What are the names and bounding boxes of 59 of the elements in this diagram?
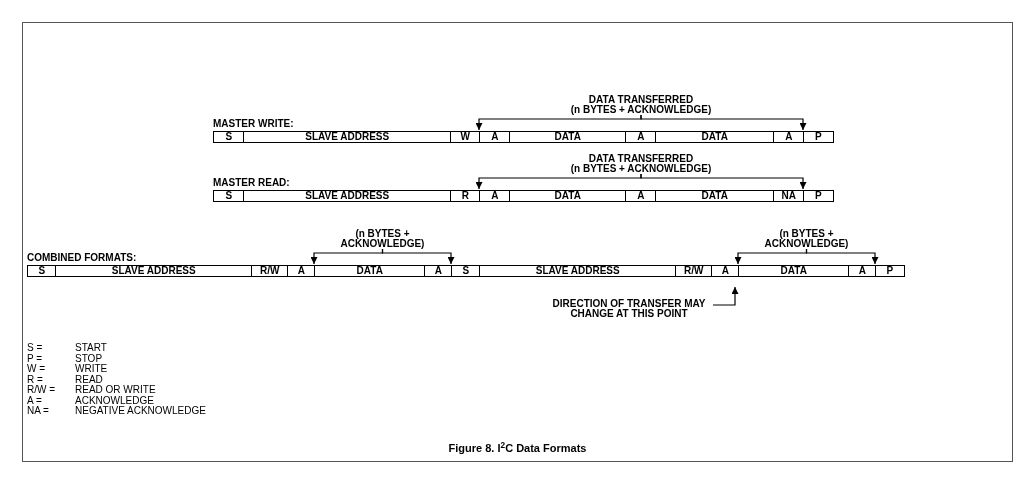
abbreviation-meaning: WRITE (75, 364, 109, 374)
frame-field: A (625, 131, 657, 143)
row-title: COMBINED FORMATS: (27, 253, 138, 263)
abbreviation: NA = (27, 406, 50, 416)
frame-field: A (711, 265, 740, 277)
frame-field: DATA (655, 190, 775, 202)
frame-field: A (479, 131, 511, 143)
frame-field: R (450, 190, 481, 202)
abbreviation-meaning: NEGATIVE ACKNOWLEDGE (75, 406, 207, 416)
leader-arrow (712, 286, 739, 306)
frame-field: A (424, 265, 453, 277)
frame-field: NA (773, 190, 805, 202)
frame-field: SLAVE ADDRESS (243, 131, 452, 143)
abbreviation: S = (27, 343, 44, 353)
frame-field: DATA (509, 131, 627, 143)
frame-field: A (479, 190, 511, 202)
frame-field: DATA (314, 265, 426, 277)
frame-field: A (848, 265, 877, 277)
frame-field: S (27, 265, 57, 277)
frame-field: P (803, 190, 834, 202)
bracket-label: (n BYTES + ACKNOWLEDGE) (761, 229, 852, 249)
frame-field: P (875, 265, 905, 277)
abbreviation-meaning: STOP (75, 353, 104, 364)
abbreviation-meaning: READ OR WRITE (75, 385, 157, 395)
bracket-arrow (805, 248, 879, 265)
frame-field: SLAVE ADDRESS (479, 265, 677, 277)
bracket-label: DATA TRANSFERRED (n BYTES + ACKNOWLEDGE) (551, 95, 731, 115)
frame-field: A (773, 131, 805, 143)
row-title: MASTER READ: (213, 178, 291, 188)
bracket-arrow (640, 114, 807, 131)
frame-field: R/W (251, 265, 289, 277)
frame-field: R/W (675, 265, 713, 277)
bracket-arrow (381, 248, 455, 265)
abbreviation: W = (27, 364, 47, 374)
frame-field: SLAVE ADDRESS (55, 265, 253, 277)
frame-field: W (450, 131, 481, 143)
bracket-label: DATA TRANSFERRED (n BYTES + ACKNOWLEDGE) (551, 154, 731, 174)
abbreviation: P = (27, 353, 44, 364)
frame-field: S (451, 265, 481, 277)
bracket-arrow (640, 173, 807, 190)
frame-field: DATA (738, 265, 850, 277)
frame-field: DATA (655, 131, 775, 143)
abbreviation-meaning: ACKNOWLEDGE (75, 395, 155, 406)
bracket-label: (n BYTES + ACKNOWLEDGE) (337, 229, 428, 249)
frame-field: S (213, 131, 245, 143)
note-text: DIRECTION OF TRANSFER MAY CHANGE AT THIS POINT (545, 299, 713, 319)
frame-field: DATA (509, 190, 627, 202)
frame-field: A (625, 190, 657, 202)
abbreviation: A = (27, 395, 43, 406)
abbreviation: R/W = (27, 385, 57, 395)
figure-caption: Figure 8. I$^{2}$C Data Formats (447, 440, 588, 456)
abbreviation-meaning: START (75, 343, 108, 353)
frame-field: A (287, 265, 316, 277)
abbreviation: R = (27, 374, 44, 385)
frame-field: P (803, 131, 834, 143)
row-title: MASTER WRITE: (213, 119, 295, 129)
abbreviation-meaning: READ (75, 374, 104, 385)
frame-field: SLAVE ADDRESS (243, 190, 452, 202)
frame-field: S (213, 190, 245, 202)
